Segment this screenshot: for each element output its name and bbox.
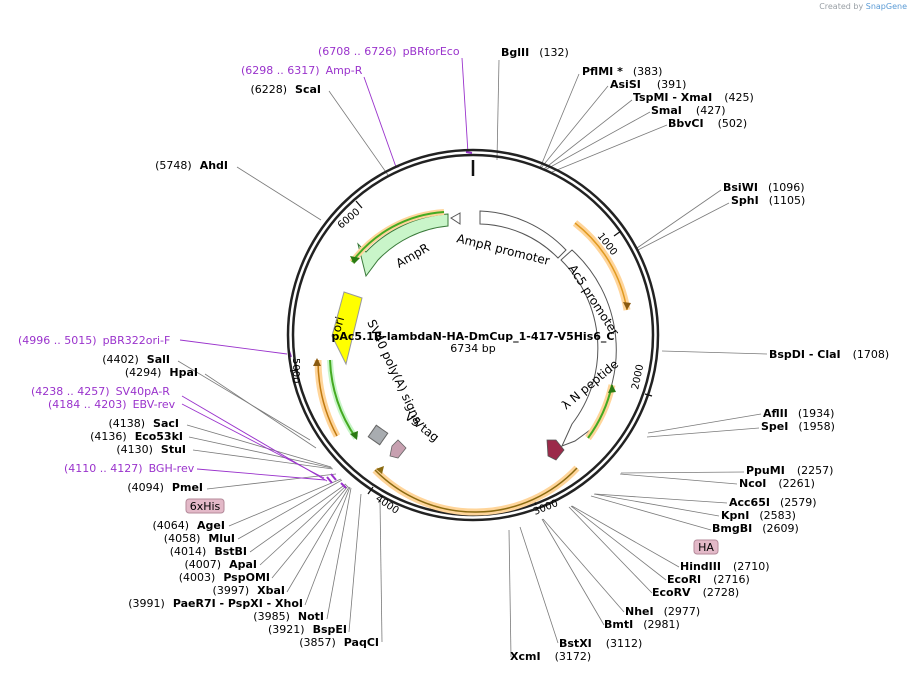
feature-ori[interactable]: [331, 291, 363, 366]
backbone-outer: [286, 148, 660, 522]
site-noti[interactable]: (3985)NotI: [253, 610, 324, 623]
site-xcmi[interactable]: XcmI(3172): [510, 650, 591, 663]
site-pmei[interactable]: (4094)PmeI: [127, 481, 203, 494]
feature-label-ampr: AmpR: [394, 241, 432, 271]
site-paqci[interactable]: (3857)PaqCI: [299, 636, 379, 649]
primer-label-pbrforeco[interactable]: (6708 .. 6726)pBRforEco: [318, 45, 460, 58]
site-stui[interactable]: (4130)StuI: [116, 443, 186, 456]
primer-lines: [179, 57, 469, 482]
site-smai[interactable]: SmaI(427): [651, 104, 726, 117]
site-ppumi[interactable]: PpuMI(2257): [746, 464, 833, 477]
enzyme-labels-right: BglII(132) PflMI *(383) AsiSI(391) TspMI…: [501, 46, 889, 663]
main-orf: [374, 467, 578, 513]
site-bspei[interactable]: (3921)BspEI: [268, 623, 347, 636]
site-agei[interactable]: (4064)AgeI: [152, 519, 225, 532]
feature-amppromoter[interactable]: [450, 210, 567, 259]
site-aflii[interactable]: AflII(1934): [763, 407, 834, 420]
site-hpai[interactable]: (4294)HpaI: [125, 366, 198, 379]
site-bglii[interactable]: BglII(132): [501, 46, 569, 59]
site-sphi[interactable]: SphI(1105): [731, 194, 805, 207]
site-nhei[interactable]: NheI(2977): [625, 605, 700, 618]
his-tag-block: [367, 424, 389, 446]
orf-2-arrow: [608, 384, 616, 393]
site-bsiwi[interactable]: BsiWI(1096): [723, 181, 805, 194]
site-bspdi-clai[interactable]: BspDI - ClaI(1708): [769, 348, 889, 361]
site-mlui[interactable]: (4058)MluI: [164, 532, 235, 545]
feature-label-ori: ori: [329, 315, 347, 334]
feature-lambda-n[interactable]: [546, 439, 565, 461]
leader-lines: [177, 59, 768, 658]
primer-label-ebv-rev[interactable]: (4184 .. 4203)EBV-rev: [48, 398, 176, 411]
badge-ha-label: HA: [698, 541, 714, 554]
primer-label-pbr322ori-f[interactable]: (4996 .. 5015)pBR322ori-F: [18, 334, 170, 347]
site-tspmi-xmai[interactable]: TspMI - XmaI(425): [633, 91, 754, 104]
feature-ampr[interactable]: [357, 213, 449, 278]
tick-6000: 6000: [336, 207, 363, 232]
site-xbai[interactable]: (3997)XbaI: [213, 584, 285, 597]
site-ecori[interactable]: EcoRI(2716): [667, 573, 750, 586]
site-ecorv[interactable]: EcoRV(2728): [652, 586, 739, 599]
site-bstbi[interactable]: (4014)BstBI: [170, 545, 247, 558]
orf-4-arrow: [350, 431, 358, 440]
ampr-orf-arrow: [350, 256, 360, 264]
site-ncoi[interactable]: NcoI(2261): [739, 477, 815, 490]
plasmid-name: pAc5.1B-lambdaN-HA-DmCup_1-417-V5His6_C: [332, 330, 615, 343]
site-acc65i[interactable]: Acc65I(2579): [729, 496, 817, 509]
plasmid-size: 6734 bp: [450, 342, 495, 355]
site-hindiii[interactable]: HindIII(2710): [680, 560, 770, 573]
feature-ac5-promoter[interactable]: [560, 249, 617, 447]
primer-label-sv40pa-r[interactable]: (4238 .. 4257)SV40pA-R: [31, 385, 170, 398]
primer-label-amp-r[interactable]: (6298 .. 6317)Amp-R: [241, 64, 363, 77]
tick-2000: 2000: [630, 363, 646, 390]
site-paer7i-pspxi-xhoi[interactable]: (3991)PaeR7I - PspXI - XhoI: [128, 597, 303, 610]
site-eco53ki[interactable]: (4136)Eco53kI: [90, 430, 183, 443]
orf-1-arrow: [623, 302, 631, 310]
site-bbvci[interactable]: BbvCI(502): [668, 117, 747, 130]
site-bmti[interactable]: BmtI(2981): [604, 618, 680, 631]
site-pspomi[interactable]: (4003)PspOMI: [179, 571, 270, 584]
main-orf-arrow: [376, 466, 384, 474]
badge-6xhis: 6xHis: [185, 498, 225, 514]
site-pflmi[interactable]: PflMI *(383): [582, 65, 662, 78]
orf-3-arrow: [313, 358, 321, 366]
site-scai[interactable]: (6228)ScaI: [250, 83, 321, 96]
badge-ha: HA: [693, 539, 719, 555]
enzyme-labels-left: (6228)ScaI (5748)AhdI (4402)SalI (4294)H…: [90, 83, 379, 649]
credit-brand: SnapGene: [865, 2, 907, 11]
primer-label-bgh-rev[interactable]: (4110 .. 4127)BGH-rev: [64, 462, 195, 475]
credit-prefix: Created by: [819, 2, 864, 11]
site-bmgbi[interactable]: BmgBI(2609): [712, 522, 799, 535]
site-ahdi[interactable]: (5748)AhdI: [155, 159, 228, 172]
site-kpni[interactable]: KpnI(2583): [721, 509, 796, 522]
site-saci[interactable]: (4138)SacI: [108, 417, 179, 430]
site-sali[interactable]: (4402)SalI: [102, 353, 170, 366]
site-spei[interactable]: SpeI(1958): [761, 420, 835, 433]
badge-6xhis-label: 6xHis: [190, 500, 221, 513]
snapgene-credit: Created by SnapGene: [819, 2, 907, 11]
site-bstxi[interactable]: BstXI(3112): [559, 637, 642, 650]
ampr-orf: [351, 211, 445, 263]
site-apai[interactable]: (4007)ApaI: [185, 558, 257, 571]
tick-5000: 5000: [290, 358, 301, 383]
orf-1: [574, 222, 628, 311]
orf-4: [329, 359, 357, 439]
site-asisi[interactable]: AsiSI(391): [610, 78, 686, 91]
orf-3: [317, 359, 338, 437]
feature-v5-tag[interactable]: [389, 439, 407, 459]
